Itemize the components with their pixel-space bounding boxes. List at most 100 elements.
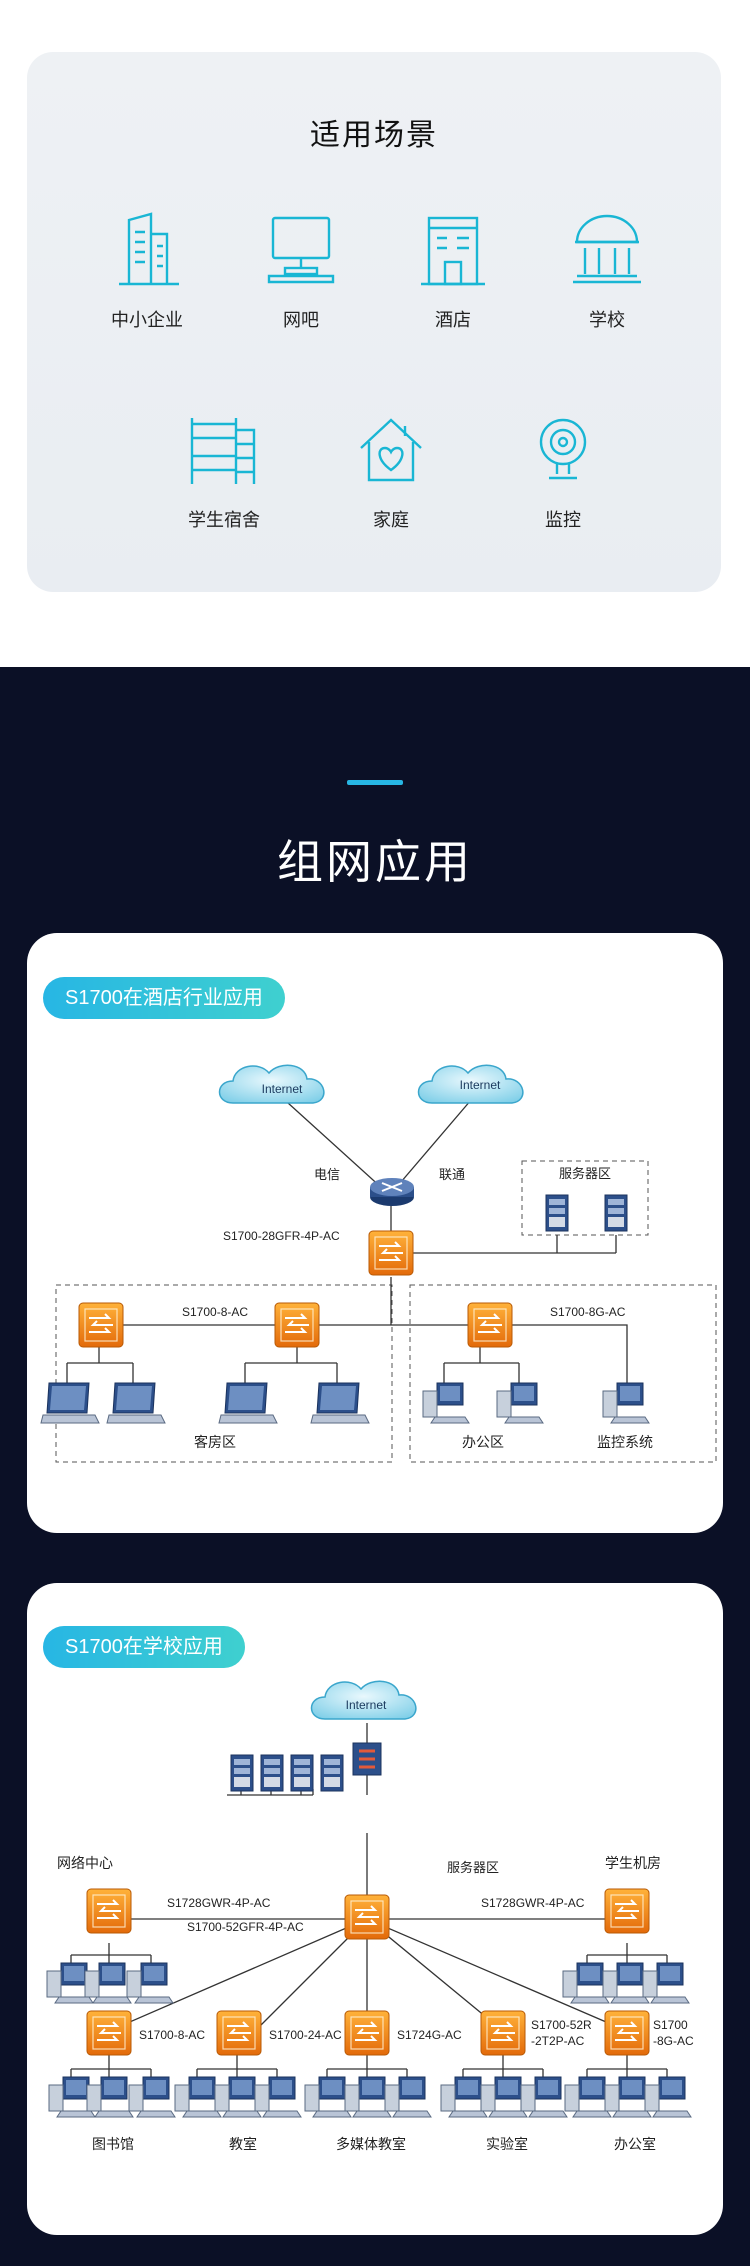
pc-icon: [344, 2076, 392, 2118]
area-label: 教室: [229, 2136, 257, 2152]
scenarios-card: 适用场景 中小企业 网吧 酒店: [27, 52, 721, 592]
core-switch-label: S1700-52GFR-4P-AC: [187, 1920, 304, 1934]
pc-icon: [496, 1382, 544, 1424]
pc-icon: [174, 2076, 222, 2118]
right-switch-label: S1728GWR-4P-AC: [481, 1896, 585, 1910]
laptop-icon: [106, 1382, 166, 1424]
pc-icon: [84, 1962, 132, 2004]
guest-area-box: [55, 1284, 393, 1463]
server-icon: [604, 1194, 628, 1232]
server-icon: [320, 1754, 344, 1792]
scenario-label: 学生宿舍: [188, 510, 260, 530]
pc-icon: [480, 2076, 528, 2118]
switch-icon: [344, 2010, 390, 2056]
pc-icon: [520, 2076, 568, 2118]
firewall-icon: [352, 1742, 382, 1776]
isp-label-1: 电信: [314, 1167, 340, 1182]
laptop-icon: [40, 1382, 100, 1424]
home-heart-icon: [360, 418, 422, 482]
pc-icon: [564, 2076, 612, 2118]
pc-icon: [604, 2076, 652, 2118]
pc-icon: [602, 1962, 650, 2004]
server-zone-label: 服务器区: [559, 1166, 611, 1181]
networking-title: 组网应用: [277, 836, 473, 888]
pc-icon: [126, 1962, 174, 2004]
scenario-label: 家庭: [373, 510, 409, 530]
scenario-home: 家庭: [321, 410, 461, 532]
scenario-hotel: 酒店: [383, 210, 523, 332]
network-center-label: 网络中心: [57, 1855, 113, 1871]
hotel-topology-diagram: Internet Internet 电信 联通 服务器区 S1700-28GFR…: [40, 1064, 717, 1463]
pc-icon: [644, 2076, 692, 2118]
server-icon: [290, 1754, 314, 1792]
school-topology-diagram: Internet 服务器区 网络中心 学生机房 S1728GWR-4P-AC S…: [46, 1680, 694, 2152]
switch-icon: [480, 2010, 526, 2056]
core-switch-icon: [344, 1894, 390, 1940]
office-switch-label: S1700-8G-AC: [550, 1305, 626, 1319]
guest-switch-icon: [274, 1302, 320, 1348]
server-icon: [260, 1754, 284, 1792]
sw2-label: S1700-24-AC: [269, 2028, 342, 2042]
switch-icon: [86, 2010, 132, 2056]
area-label: 办公室: [614, 2136, 656, 2152]
scenario-label: 网吧: [283, 310, 319, 330]
guest-switch-icon: [78, 1302, 124, 1348]
school-topology-card: S1700在学校应用 Internet 服务器区: [27, 1583, 723, 2235]
sw4-label-line1: S1700-52R: [531, 2018, 592, 2032]
school-badge: S1700在学校应用: [43, 1626, 245, 1668]
server-icon: [545, 1194, 569, 1232]
pc-icon: [642, 1962, 690, 2004]
office-switch-icon: [467, 1302, 513, 1348]
school-icon: [573, 214, 641, 284]
left-switch-label: S1728GWR-4P-AC: [167, 1896, 271, 1910]
pc-icon: [86, 2076, 134, 2118]
sw1-label: S1700-8-AC: [139, 2028, 205, 2042]
bunk-bed-icon: [190, 418, 256, 484]
laptop-icon: [310, 1382, 370, 1424]
scenario-label: 中小企业: [111, 310, 183, 330]
pc-icon: [422, 1382, 470, 1424]
guest-switch-label: S1700-8-AC: [182, 1305, 248, 1319]
area-label: 多媒体教室: [336, 2136, 406, 2152]
scenario-sme: 中小企业: [77, 210, 217, 332]
monitor-area-label: 监控系统: [597, 1434, 653, 1450]
core-switch-label: S1700-28GFR-4P-AC: [223, 1229, 340, 1243]
core-switch-icon: [368, 1230, 414, 1276]
pc-icon: [440, 2076, 488, 2118]
sw3-label: S1724G-AC: [397, 2028, 462, 2042]
router-icon: [370, 1178, 414, 1206]
isp-label-2: 联通: [439, 1167, 465, 1182]
camera-icon: [539, 418, 587, 480]
switch-icon: [86, 1888, 132, 1934]
office-area-label: 办公区: [462, 1434, 504, 1450]
hotel-icon: [421, 216, 485, 286]
computer-icon: [267, 216, 335, 284]
accent-line: [347, 780, 403, 785]
pc-icon: [214, 2076, 262, 2118]
scenario-dorm: 学生宿舍: [154, 410, 294, 532]
hotel-topology-card: S1700在酒店行业应用 Internet Internet: [27, 933, 723, 1533]
pc-icon: [128, 2076, 176, 2118]
scenario-label: 酒店: [435, 310, 471, 330]
switch-icon: [604, 2010, 650, 2056]
switch-icon: [216, 2010, 262, 2056]
scenario-netcafe: 网吧: [231, 210, 371, 332]
building-icon: [119, 212, 179, 286]
scenario-school: 学校: [537, 210, 677, 332]
pc-icon: [304, 2076, 352, 2118]
pc-icon: [254, 2076, 302, 2118]
sw5-label-line1: S1700: [653, 2018, 688, 2032]
scenario-label: 学校: [589, 310, 625, 330]
laptop-icon: [218, 1382, 278, 1424]
server-icon: [230, 1754, 254, 1792]
area-label: 图书馆: [92, 2136, 134, 2152]
internet-label: Internet: [346, 1698, 387, 1712]
server-zone-label: 服务器区: [447, 1860, 499, 1875]
internet-label-2: Internet: [460, 1078, 501, 1092]
sw4-label-line2: -2T2P-AC: [531, 2034, 585, 2048]
student-lab-label: 学生机房: [605, 1855, 661, 1871]
scenarios-section: 适用场景 中小企业 网吧 酒店: [0, 0, 750, 667]
monitor-pc-icon: [602, 1382, 650, 1424]
scenario-monitor: 监控: [493, 410, 633, 532]
switch-icon: [604, 1888, 650, 1934]
